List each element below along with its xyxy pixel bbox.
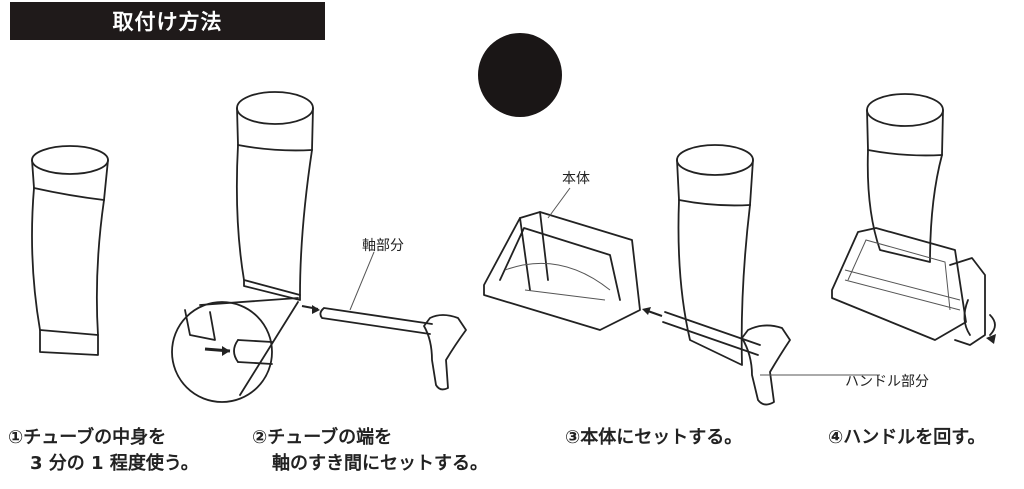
- holder-body: [483, 211, 641, 331]
- magnifier-detail: [171, 297, 299, 403]
- black-dot: [478, 33, 562, 117]
- assembled-step4: [831, 93, 996, 346]
- tube-step3: [662, 144, 791, 406]
- step-2-line2: 軸のすき間にセットする。: [272, 453, 488, 474]
- body-label: 本体: [562, 171, 590, 187]
- step-4-caption: ④ハンドルを回す。: [828, 425, 985, 451]
- step-1-line2: 3 分の 1 程度使う。: [30, 453, 199, 474]
- shaft-label: 軸部分: [362, 238, 404, 254]
- step-3-line1: ③本体にセットする。: [565, 427, 743, 448]
- step-2-line1: ②チューブの端を: [252, 427, 393, 448]
- shaft-part: [319, 251, 467, 391]
- tube-step2: [235, 91, 314, 301]
- step-2-caption: ②チューブの端を 軸のすき間にセットする。: [252, 425, 488, 477]
- step-4-line1: ④ハンドルを回す。: [828, 427, 986, 448]
- step-1-caption: ①チューブの中身を 3 分の 1 程度使う。: [8, 425, 199, 477]
- page-title: 取付け方法: [10, 2, 325, 40]
- tube-step1: [31, 145, 109, 356]
- step-1-line1: ①チューブの中身を: [8, 427, 167, 448]
- step-3-caption: ③本体にセットする。: [565, 425, 742, 451]
- handle-label: ハンドル部分: [845, 374, 929, 390]
